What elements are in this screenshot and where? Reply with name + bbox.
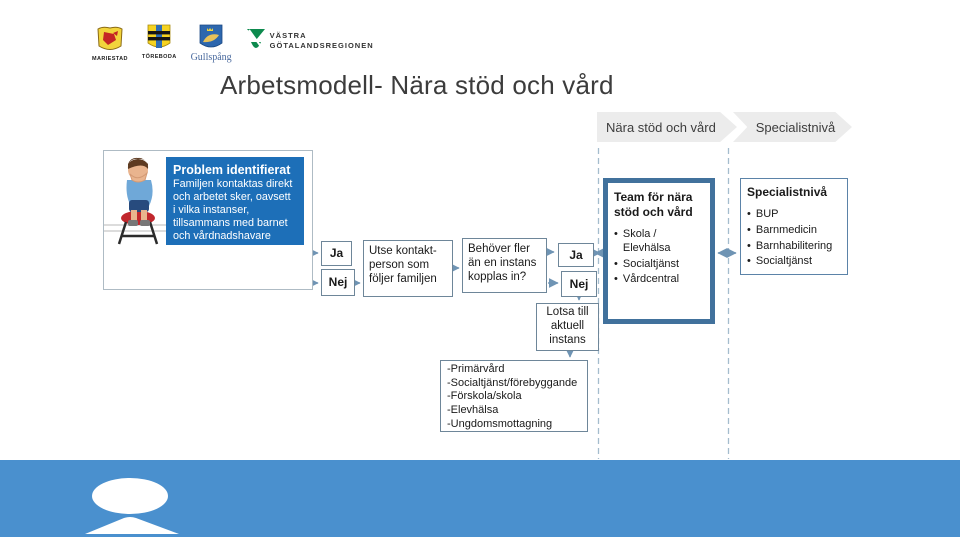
- nej2-box: Nej: [561, 271, 597, 297]
- instans-item: -Socialtjänst/förebyggande: [447, 376, 578, 389]
- instans-item: -Förskola/skola: [447, 390, 522, 403]
- instans-item: -Elevhälsa: [447, 403, 499, 416]
- toreboda-coat-of-arms-icon: [147, 24, 171, 48]
- specialist-title: Specialistnivå: [747, 185, 828, 199]
- logo-toreboda: TÖREBODA: [142, 24, 177, 60]
- vgr-icon: [246, 29, 265, 49]
- gullspang-label: Gullspång: [190, 52, 232, 63]
- problem-body: Familjen kontaktas direkt och arbetet sk…: [173, 178, 293, 242]
- logo-row: MARIESTAD TÖREBODA Gullspång: [92, 24, 374, 68]
- specialist-item: Barnmedicin: [747, 224, 841, 238]
- team-item: Socialtjänst: [614, 258, 704, 272]
- team-nara-stod-box: Team för nära stöd och vård Skola / Elev…: [603, 178, 715, 324]
- mariestad-coat-of-arms-icon: [97, 26, 123, 50]
- mariestad-label: MARIESTAD: [92, 56, 128, 62]
- behover-fler-instans-box: Behöver fler än en instans kopplas in?: [462, 238, 547, 293]
- ja1-box: Ja: [321, 241, 352, 266]
- team-title: Team för nära stöd och vård: [614, 190, 693, 219]
- instans-item: -Ungdomsmottagning: [447, 417, 553, 430]
- instanser-list-box: -Primärvård -Socialtjänst/förebyggande -…: [440, 360, 588, 432]
- gullspang-coat-of-arms-icon: [199, 24, 223, 48]
- team-item: Vårdcentral: [614, 273, 704, 287]
- banner-nara-stod-och-vard: Nära stöd och vård: [597, 112, 737, 142]
- specialist-bullet-list: BUP Barnmedicin Barnhabilitering Socialt…: [747, 208, 841, 269]
- banner-specialistniva: Specialistnivå: [733, 112, 852, 142]
- floor-line: [104, 230, 168, 232]
- lotsa-box: Lotsa till aktuell instans: [536, 303, 599, 351]
- specialist-item: Socialtjänst: [747, 255, 841, 269]
- slide-title: Arbetsmodell- Nära stöd och vård: [220, 70, 614, 100]
- team-bullet-list: Skola / Elevhälsa Socialtjänst Vårdcentr…: [614, 228, 704, 287]
- specialist-item: Barnhabilitering: [747, 240, 841, 254]
- problem-identifierat-box: Problem identifierat Familjen kontaktas …: [166, 157, 304, 245]
- vgr-line2: GÖTALANDSREGIONEN: [269, 41, 374, 51]
- vgr-line1: VÄSTRA: [269, 31, 307, 40]
- logo-vgr: VÄSTRA GÖTALANDSREGIONEN: [246, 28, 374, 54]
- specialistniva-box: Specialistnivå BUP Barnmedicin Barnhabil…: [740, 178, 848, 275]
- crying-child-illustration: [117, 157, 159, 245]
- team-item: Skola / Elevhälsa: [614, 228, 704, 256]
- logo-mariestad: MARIESTAD: [92, 24, 128, 62]
- logo-gullspang: Gullspång: [191, 24, 232, 63]
- utse-kontaktperson-box: Utse kontakt- person som följer familjen: [363, 240, 453, 297]
- nej1-box: Nej: [321, 269, 355, 296]
- instans-item: -Primärvård: [447, 363, 505, 375]
- specialist-item: BUP: [747, 208, 841, 222]
- toreboda-label: TÖREBODA: [141, 54, 177, 60]
- ja2-box: Ja: [558, 243, 594, 267]
- footer-person-logo-icon: [85, 478, 179, 534]
- problem-title: Problem identifierat: [173, 163, 291, 177]
- instanser-list: -Primärvård -Socialtjänst/förebyggande -…: [447, 363, 581, 431]
- vgr-label: VÄSTRA GÖTALANDSREGIONEN: [270, 31, 374, 51]
- footer-bar: [0, 460, 960, 537]
